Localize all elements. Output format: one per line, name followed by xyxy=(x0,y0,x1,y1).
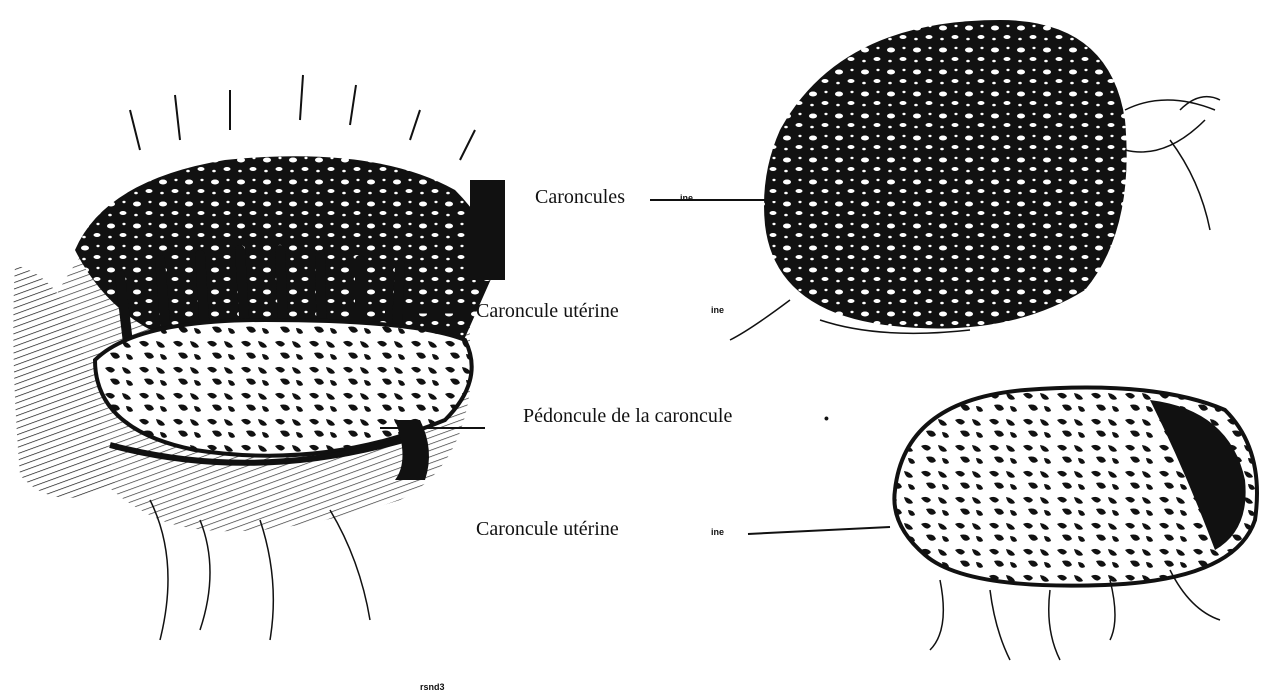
footnote-mark: rsnd3 xyxy=(420,682,445,692)
label-caroncule-uterine-top: Caroncule utérine xyxy=(476,300,619,323)
label-pedoncule: Pédoncule de la caroncule xyxy=(523,405,732,428)
label-caroncules: Caroncules xyxy=(535,186,625,209)
mark-ine-2: ine xyxy=(711,305,724,315)
label-caroncule-uterine-bottom: Caroncule utérine xyxy=(476,518,619,541)
mark-ine-3: ine xyxy=(711,527,724,537)
caroncule-dark-illustration xyxy=(730,20,1220,340)
caroncule-light-illustration xyxy=(894,388,1257,661)
leader-caroncule-uterine-bottom xyxy=(748,527,890,534)
caroncule-section-illustration xyxy=(13,75,505,640)
mark-ine-1: ine xyxy=(680,193,693,203)
bullet-mark: • xyxy=(824,410,829,426)
